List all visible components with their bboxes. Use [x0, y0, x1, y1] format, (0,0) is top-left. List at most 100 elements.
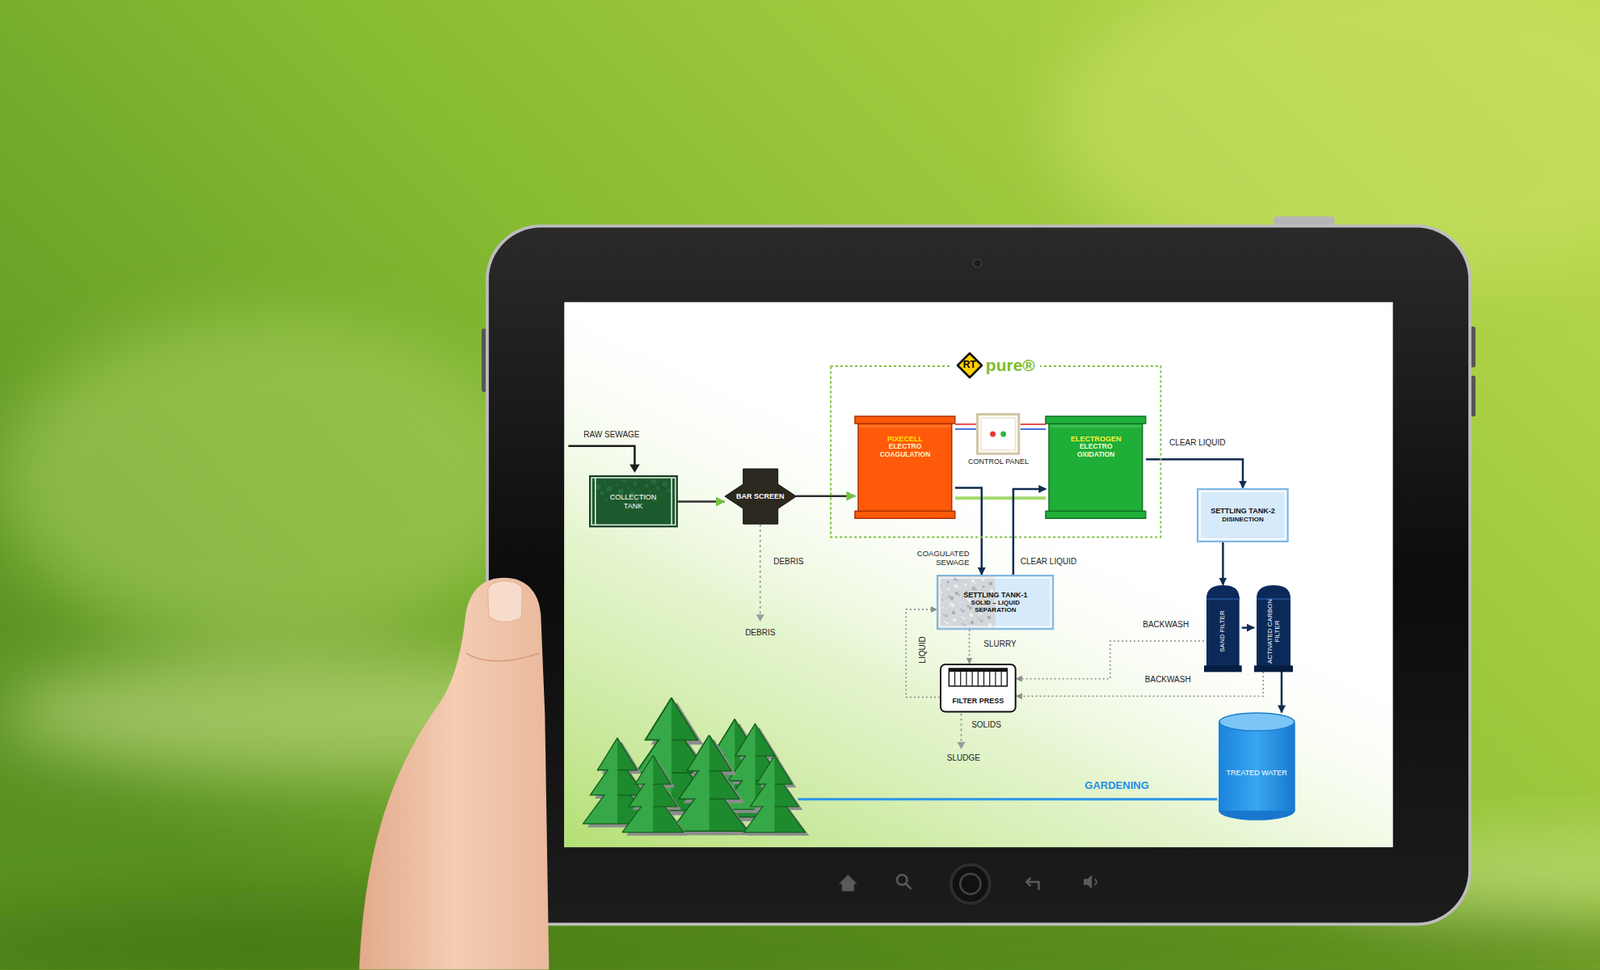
gravel-stone — [955, 591, 959, 595]
press-plate — [994, 671, 996, 687]
gardening-line — [797, 797, 1217, 800]
tablet-frame — [485, 224, 1472, 927]
tank-texture — [655, 486, 660, 491]
back-icon — [1026, 877, 1039, 890]
tank-body — [589, 475, 678, 527]
tablet-bezel — [488, 227, 1469, 923]
annotation-label-text: RAW SEWAGE — [583, 429, 640, 440]
gravel-stone — [943, 620, 946, 623]
edge-label: COAGULATED SEWAGE — [911, 549, 970, 568]
solids-arrowhead — [956, 741, 965, 750]
filter-dome — [1206, 585, 1240, 598]
gravel-stone — [972, 586, 976, 590]
storage-tank-outline — [1218, 711, 1296, 821]
gravel-stone — [962, 609, 965, 612]
gravel-stone — [947, 580, 950, 583]
tank-top — [1219, 712, 1295, 731]
press-plates — [948, 668, 1007, 687]
reactor-unit: ELECTROGENELECTRO OXIDATION — [1045, 416, 1146, 518]
hand — [358, 577, 549, 970]
node-text: SETTLING TANK-2 — [1210, 506, 1275, 515]
tank-texture — [626, 486, 629, 489]
gravel-stone — [975, 589, 977, 591]
logo-badge: RT — [955, 351, 984, 379]
reactor-unit: PIXECELLELECTRO COAGULATION — [854, 416, 956, 518]
edge-label: CLEAR LIQUID — [1169, 437, 1226, 448]
filter-base — [1254, 665, 1293, 672]
screen-gradient — [564, 302, 1393, 847]
control-panel: CONTROL PANEL — [976, 412, 1020, 455]
filter-base — [1204, 665, 1243, 672]
annotation-label: SLUDGE — [947, 753, 981, 763]
annotation-label: DEBRIS — [745, 627, 775, 638]
text-area: PIXECELLELECTRO COAGULATION — [862, 425, 948, 468]
power-wire — [955, 428, 977, 430]
raw-sewage-arrowhead — [629, 464, 640, 473]
annotation-label: RAW SEWAGE — [583, 429, 640, 440]
text-area: CONTROL PANEL — [968, 457, 1029, 466]
tank-texture — [666, 488, 671, 493]
text-area: ACTIVATED CARBON FILTER — [1266, 596, 1281, 666]
filter-body — [1256, 596, 1291, 666]
volume-icon — [1094, 878, 1097, 885]
gravel-stone — [943, 613, 945, 615]
node-text: FILTER PRESS — [951, 696, 1004, 705]
volume-icon — [1083, 874, 1092, 889]
press-plate — [1001, 671, 1003, 687]
filter-press: FILTER PRESS — [939, 663, 1017, 713]
cell-shine — [1049, 425, 1142, 428]
collection-tank: COLLECTION TANK — [589, 475, 678, 527]
power-wire — [1020, 428, 1047, 430]
node-text: ACTIVATED CARBON FILTER — [1266, 596, 1281, 666]
press-plate — [960, 671, 961, 687]
bokeh — [0, 315, 531, 643]
thumbnail — [488, 581, 523, 623]
node-text: DISINECTION — [1221, 515, 1264, 523]
settling-tank: SETTLING TANK-1SOLID – LIQUID SEPARATION — [936, 574, 1054, 630]
tank-texture — [650, 479, 657, 485]
cell-cap — [854, 416, 956, 424]
wire-pair — [955, 424, 977, 430]
filter-band — [1206, 597, 1240, 600]
annotation-label: GARDENING — [1084, 779, 1149, 792]
reactor-unit-outline — [854, 416, 956, 518]
node-text: ELECTRO OXIDATION — [1064, 442, 1128, 459]
tank-rib — [594, 477, 597, 525]
text-area: TREATED WATER — [1222, 734, 1292, 810]
press-plate — [983, 671, 985, 687]
tablet-screen — [564, 302, 1393, 847]
text-area: SETTLING TANK-2DISINECTION — [1200, 492, 1285, 539]
reactor-unit-outline — [1045, 416, 1146, 518]
gravel-stone — [945, 614, 948, 617]
gravel-stone — [952, 618, 956, 622]
gravel-stone — [942, 606, 944, 608]
press-plate — [977, 671, 979, 687]
tank-texture — [660, 493, 663, 497]
connector-line — [1016, 671, 1264, 696]
settling-tank: SETTLING TANK-2DISINECTION — [1196, 488, 1289, 543]
raw-sewage-line — [568, 446, 635, 466]
edge-label: BACKWASH — [1142, 619, 1189, 630]
forest — [583, 697, 810, 835]
tank-texture — [614, 484, 618, 487]
tank-texture — [621, 479, 626, 484]
node-text: CONTROL PANEL — [968, 457, 1029, 466]
annotation-label-text: DEBRIS — [773, 556, 804, 567]
gravel-stone — [960, 615, 963, 618]
cell-base — [854, 510, 956, 518]
annotation-label-text: DEBRIS — [745, 627, 775, 638]
edge-label: CLEAR LIQUID — [1020, 556, 1077, 567]
gravel-stone — [981, 577, 985, 581]
connector-line — [1280, 671, 1284, 713]
connector-line — [1221, 542, 1225, 586]
debris-arrowhead — [756, 614, 765, 622]
filter-band — [1256, 597, 1291, 600]
gravel-stone — [974, 581, 977, 584]
filter-vessel: ACTIVATED CARBON FILTER — [1254, 585, 1293, 672]
home-button-ring — [960, 873, 981, 894]
tank-body — [1197, 488, 1289, 542]
edge-label-text: CLEAR LIQUID — [1020, 556, 1077, 567]
tank-inner — [1200, 491, 1286, 539]
gravel-stone — [941, 598, 944, 601]
gravel-stone — [951, 610, 956, 615]
